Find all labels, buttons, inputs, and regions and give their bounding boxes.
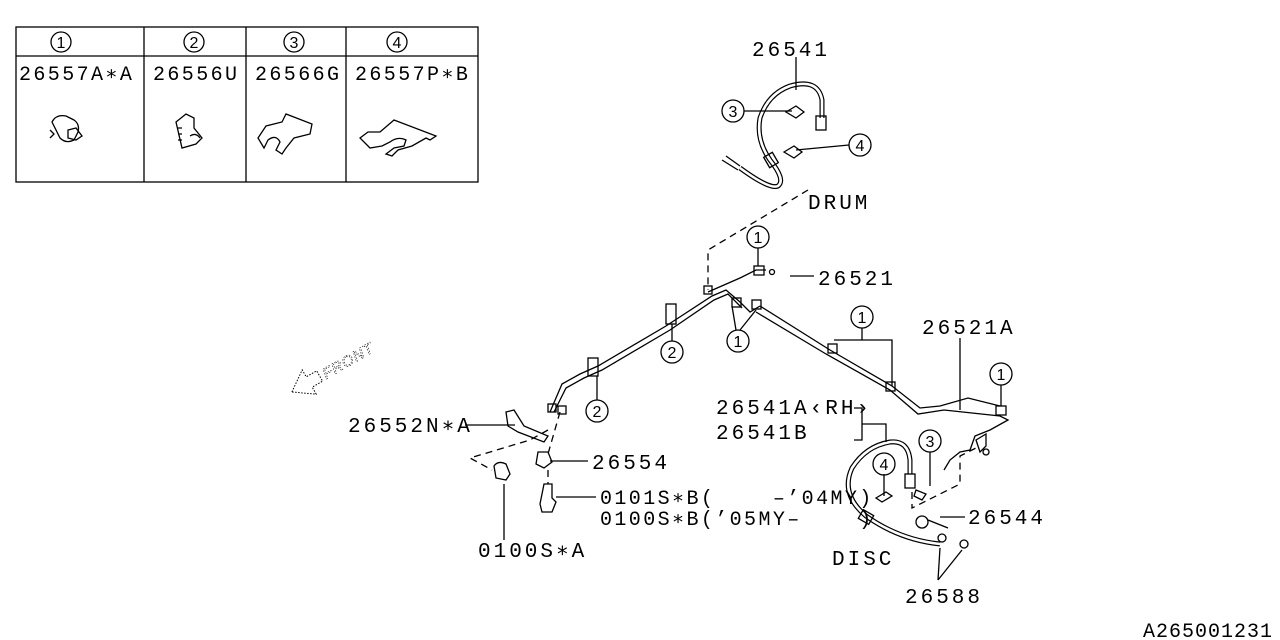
label-gasket: 26588 [905,587,983,610]
disc-hose-assembly [845,407,981,581]
legend-callout-2: 2 [183,31,205,53]
callout-4-drum: 4 [848,133,872,157]
callout-1-right: 1 [850,305,874,329]
callout-4-disc: 4 [872,452,896,476]
clip-2-icon [175,113,203,149]
svg-text:3: 3 [729,104,738,121]
svg-text:1: 1 [858,310,867,327]
svg-text:1: 1 [997,367,1006,384]
svg-text:4: 4 [856,138,865,155]
clip-3-icon [257,113,313,155]
clip-4-icon [359,119,438,157]
label-bolt-a: 0100S∗A [478,541,587,564]
callout-1-rear: 1 [989,362,1013,386]
callout-3-drum: 3 [721,99,745,123]
callout-1-mid: 1 [726,329,750,353]
legend-part-1: 26557A∗A [19,64,134,87]
label-clip: 26554 [592,453,670,476]
label-pipe-rear: 26521A [922,318,1016,341]
callout-leaders [596,248,1002,410]
legend-callout-4: 4 [386,31,408,53]
legend-callout-3: 3 [283,31,305,53]
svg-text:3: 3 [926,434,935,451]
legend-part-4: 26557P∗B [355,64,470,87]
svg-text:2: 2 [190,35,199,52]
label-bolt-b2: 0100S∗B(’05MY– ) [600,509,874,532]
svg-text:3: 3 [290,35,299,52]
label-hose-drum: 26541 [752,40,830,63]
svg-text:4: 4 [880,457,889,474]
legend-callout-1: 1 [50,31,72,53]
label-hose-rh: 26541A‹RH› [716,398,872,421]
legend-table: 1 2 3 4 26557A∗A 26556U 26566G 26557P∗B [15,26,479,183]
label-bracket: 26552N∗A [348,416,473,439]
svg-text:4: 4 [393,35,402,52]
callout-2-mid: 2 [660,340,684,364]
diagram-id: A265001231 [1143,621,1273,640]
label-hose-lh: 26541B [716,423,810,446]
callout-1-top: 1 [746,225,770,249]
legend-part-3: 26566G [255,64,341,87]
svg-text:1: 1 [57,35,66,52]
svg-text:2: 2 [593,404,602,421]
callout-2-left: 2 [585,399,609,423]
svg-text:1: 1 [754,230,763,247]
legend-part-2: 26556U [153,64,239,87]
front-direction-arrow: FRONT [291,339,378,395]
svg-text:1: 1 [734,334,743,351]
label-union-bolt: 26544 [968,508,1046,531]
svg-text:FRONT: FRONT [320,339,378,382]
label-bolt-b1: 0101S∗B( –’04MY) [600,488,874,511]
brake-pipes [547,265,1010,471]
clip-1-icon [49,114,83,143]
label-disc: DISC [832,549,894,572]
drum-hose-assembly [707,57,850,290]
label-pipe-front: 26521 [818,269,896,292]
callout-3-disc: 3 [918,429,942,453]
label-drum: DRUM [808,193,870,216]
bracket-and-bolts [465,409,596,540]
svg-text:2: 2 [668,345,677,362]
